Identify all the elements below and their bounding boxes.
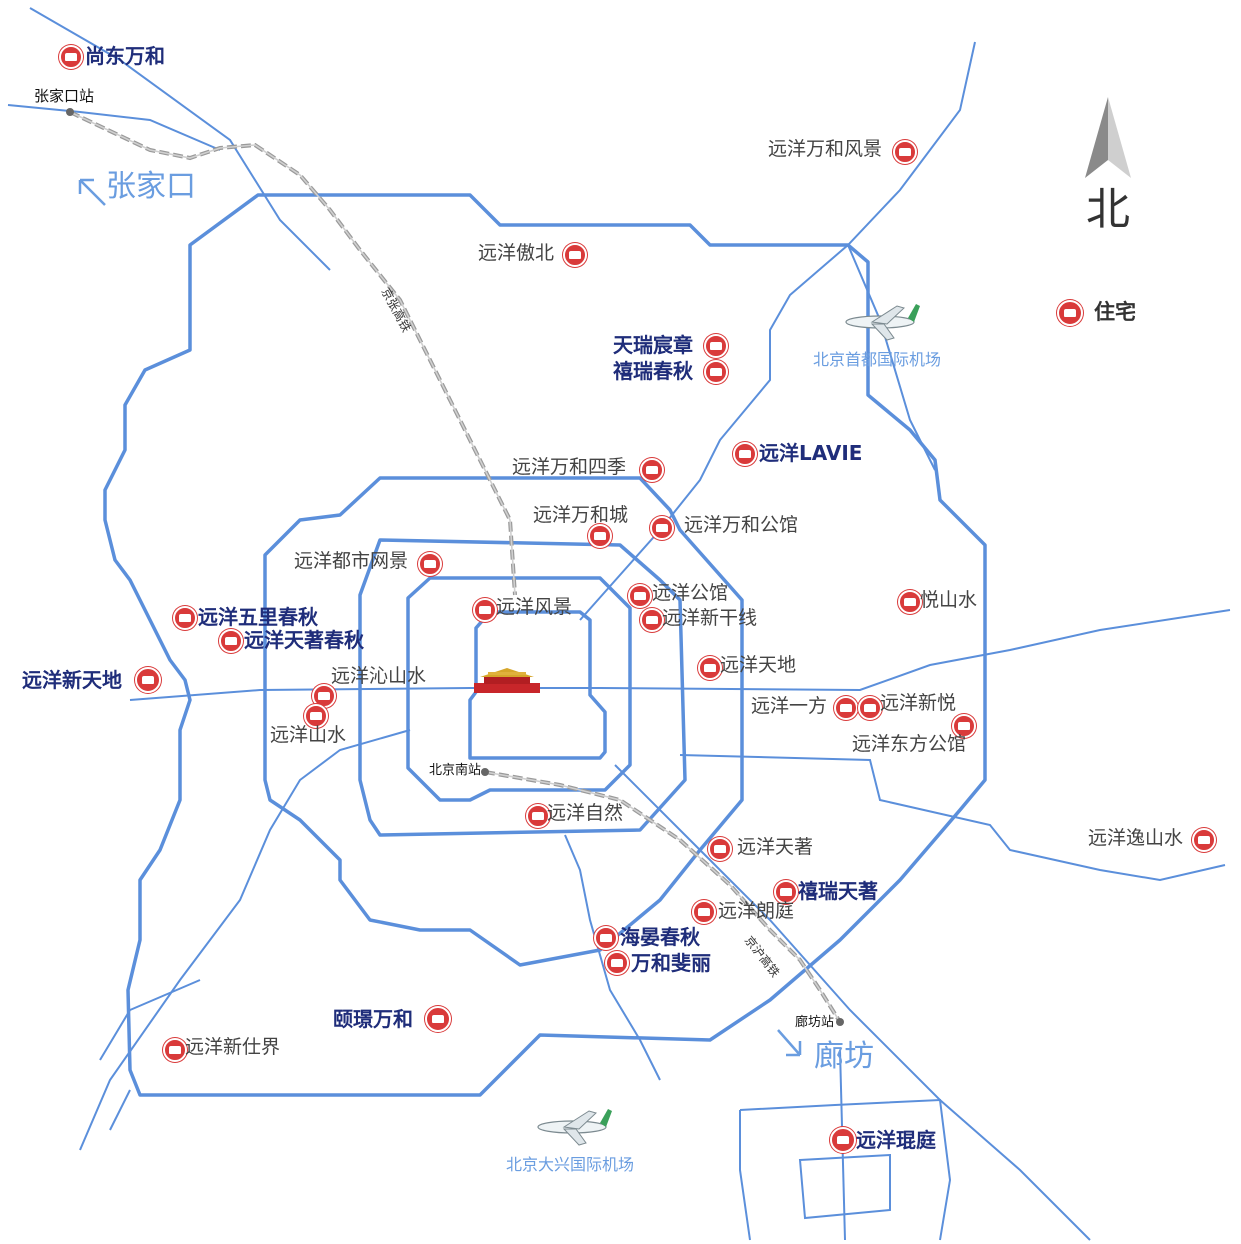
project-label: 远洋东方公馆 <box>852 733 967 755</box>
project-pin-icon <box>594 926 618 950</box>
project-pin-icon <box>858 696 882 720</box>
airport-daxing-label: 北京大兴国际机场 <box>506 1155 635 1174</box>
project-pin-icon <box>526 804 550 828</box>
project-label: 远洋沁山水 <box>331 665 427 687</box>
arrow-southeast-icon <box>777 1029 802 1057</box>
project-pin-icon <box>830 1127 856 1153</box>
project-label: 禧瑞天著 <box>798 879 878 903</box>
project-label: 远洋自然 <box>547 802 624 824</box>
project-pin-icon <box>708 837 732 861</box>
project-pin-icon <box>588 524 612 548</box>
project-pin-icon <box>563 243 587 267</box>
project-pin-icon <box>605 951 629 975</box>
project-pin-icon <box>219 629 243 653</box>
station-zhangjiakou-label: 张家口站 <box>34 87 95 105</box>
project-pin-icon <box>304 704 328 728</box>
project-label: 远洋LAVIE <box>759 441 863 465</box>
project-pin-icon <box>173 606 197 630</box>
project-label: 远洋万和风景 <box>768 138 883 160</box>
project-label: 远洋朗庭 <box>718 900 795 922</box>
project-pin-icon <box>425 1006 451 1032</box>
project-label: 万和斐丽 <box>631 951 711 975</box>
project-pin-icon <box>473 598 497 622</box>
project-pin-icon <box>834 696 858 720</box>
airplane-icon <box>537 1109 612 1146</box>
project-label: 悦山水 <box>920 589 978 611</box>
project-label: 远洋五里春秋 <box>198 605 318 629</box>
station-beijing-south-label: 北京南站 <box>429 763 482 778</box>
project-pin-icon <box>640 458 664 482</box>
residence-legend-icon <box>1057 300 1083 326</box>
city-zhangjiakou: 张家口 <box>106 169 196 204</box>
project-label: 远洋天著春秋 <box>244 628 364 652</box>
project-label: 远洋山水 <box>270 724 347 746</box>
project-label: 远洋新仕界 <box>185 1036 281 1058</box>
project-label: 远洋万和城 <box>533 504 629 526</box>
project-label: 远洋新干线 <box>662 607 758 629</box>
project-pin-icon <box>1192 828 1216 852</box>
project-pin-icon <box>640 608 664 632</box>
project-pin-icon <box>163 1038 187 1062</box>
project-pin-icon <box>733 442 757 466</box>
project-pin-icon <box>135 667 161 693</box>
project-label: 远洋公馆 <box>652 582 729 604</box>
project-label: 尚东万和 <box>85 44 165 68</box>
project-label: 远洋逸山水 <box>1088 827 1184 849</box>
station-dot <box>836 1018 844 1026</box>
project-pin-icon <box>898 590 922 614</box>
tiananmen-icon <box>474 668 540 693</box>
project-label: 远洋新天地 <box>22 668 122 692</box>
project-pin-icon <box>893 140 917 164</box>
project-label: 远洋都市网景 <box>294 550 409 572</box>
project-label: 远洋琨庭 <box>856 1128 936 1152</box>
project-label: 颐璟万和 <box>333 1007 413 1031</box>
project-pin-icon <box>59 45 83 69</box>
project-pin-icon <box>418 552 442 576</box>
arrow-northwest-icon <box>78 178 106 206</box>
project-label: 远洋傲北 <box>478 242 555 264</box>
airport-capital-label: 北京首都国际机场 <box>813 350 942 369</box>
project-label: 远洋万和公馆 <box>684 514 799 536</box>
north-arrow-icon <box>1085 97 1131 178</box>
project-label: 禧瑞春秋 <box>613 359 693 383</box>
project-label: 远洋风景 <box>496 596 573 618</box>
project-label: 海晏春秋 <box>620 925 700 949</box>
project-label: 远洋天地 <box>720 654 797 676</box>
project-pin-icon <box>704 360 728 384</box>
project-label: 远洋万和四季 <box>512 456 627 478</box>
project-pin-icon <box>692 900 716 924</box>
project-pin-icon <box>628 584 652 608</box>
project-label: 天瑞宸章 <box>613 333 693 357</box>
project-label: 远洋新悦 <box>880 692 957 714</box>
project-label: 远洋一方 <box>751 695 828 717</box>
project-label: 远洋天著 <box>737 836 814 858</box>
north-label: 北 <box>1086 184 1130 235</box>
station-dot <box>66 108 74 116</box>
station-dot <box>481 768 489 776</box>
legend-residence-label: 住宅 <box>1094 300 1136 324</box>
project-pin-icon <box>774 880 798 904</box>
city-langfang: 廊坊 <box>814 1039 874 1074</box>
airplane-icon <box>845 304 920 341</box>
project-pin-icon <box>650 516 674 540</box>
project-pin-icon <box>952 714 976 738</box>
station-langfang-label: 廊坊站 <box>795 1015 835 1030</box>
project-pin-icon <box>704 334 728 358</box>
project-pin-icon <box>698 656 722 680</box>
